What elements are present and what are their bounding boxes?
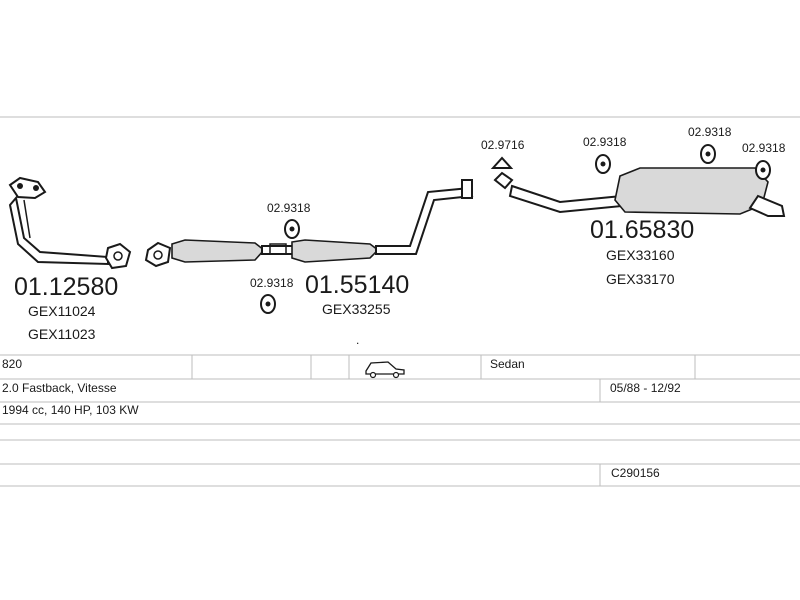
mid-upper-hanger-icon[interactable] xyxy=(284,219,300,239)
front-pipe-number: 01.12580 xyxy=(14,273,118,301)
mid-upper-hardware-label: 02.9318 xyxy=(267,201,311,215)
rear-silencer-oe-1: GEX33160 xyxy=(606,247,675,263)
mid-lower-hanger-icon[interactable] xyxy=(260,294,276,314)
rear-gasket-label: 02.9716 xyxy=(481,138,525,152)
middle-silencer-drawing[interactable] xyxy=(144,179,474,268)
front-pipe-oe-2: GEX11023 xyxy=(28,326,96,342)
rear-hanger-3-label: 02.9318 xyxy=(742,141,786,155)
middle-silencer-oe-1: GEX33255 xyxy=(322,301,391,317)
rear-hanger-2-icon[interactable] xyxy=(700,144,716,164)
rear-hanger-2-label: 02.9318 xyxy=(688,125,732,139)
rear-hanger-3-icon[interactable] xyxy=(755,160,771,180)
clamp-icon xyxy=(269,243,287,255)
years-cell: 05/88 - 12/92 xyxy=(610,381,681,395)
engine-specs-cell: 1994 cc, 140 HP, 103 KW xyxy=(2,403,139,417)
engine-variant-cell: 2.0 Fastback, Vitesse xyxy=(2,381,117,395)
front-pipe-oe-1: GEX11024 xyxy=(28,303,96,319)
rear-silencer-drawing[interactable] xyxy=(508,167,786,217)
catalog-code-cell: C290156 xyxy=(611,466,660,480)
rear-silencer-oe-2: GEX33170 xyxy=(606,271,675,287)
model-cell: 820 xyxy=(2,357,22,371)
rear-hanger-1-icon[interactable] xyxy=(595,154,611,174)
rear-gasket-icon[interactable] xyxy=(490,156,514,190)
middle-silencer-number: 01.55140 xyxy=(305,271,409,299)
mid-lower-hardware-label: 02.9318 xyxy=(250,276,294,290)
rear-hanger-1-label: 02.9318 xyxy=(583,135,627,149)
front-pipe-drawing[interactable] xyxy=(8,176,132,270)
rear-silencer-number: 01.65830 xyxy=(590,216,694,244)
stray-dot: . xyxy=(356,333,359,347)
body-type-cell: Sedan xyxy=(490,357,525,371)
sedan-car-icon xyxy=(365,361,405,379)
